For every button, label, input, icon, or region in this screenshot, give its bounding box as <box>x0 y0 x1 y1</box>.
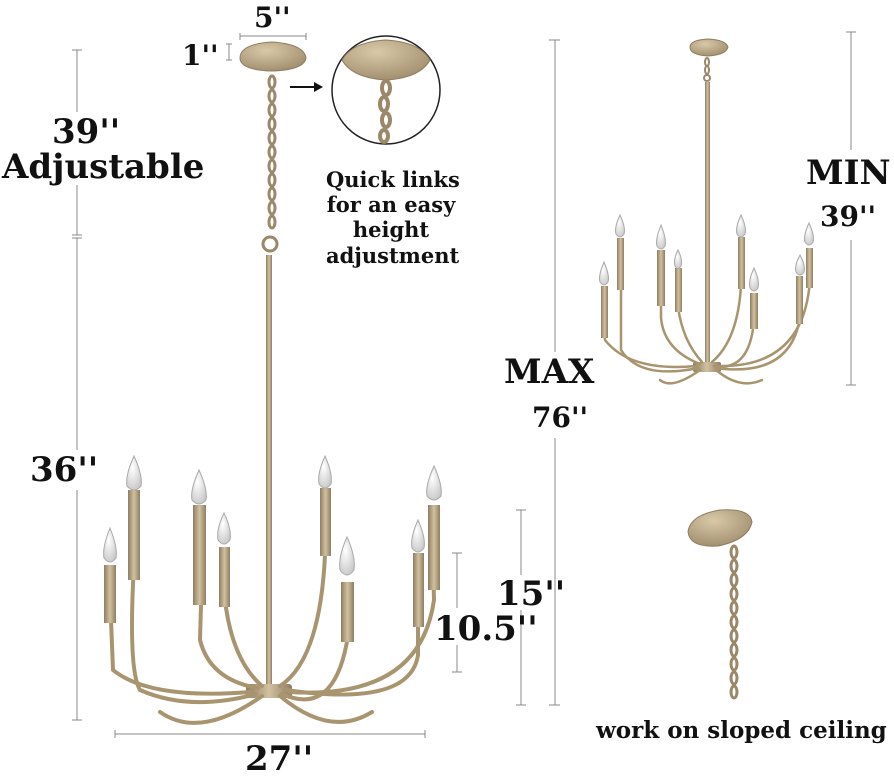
overall-height-label: 36'' <box>30 450 99 490</box>
quick-links-line-2: for an easy <box>326 192 456 218</box>
max-label: MAX <box>504 352 595 392</box>
quick-links-line-3: height <box>352 217 430 243</box>
canopy-height-label: 1'' <box>182 39 219 72</box>
candles <box>104 488 440 642</box>
chain-length-label: 39'' <box>52 112 121 152</box>
dimension-lines <box>72 31 856 738</box>
bulbs <box>103 454 442 576</box>
quick-links-caption: Quick links for an easy height adjustmen… <box>326 167 460 268</box>
cup-height-label: 10.5'' <box>434 609 538 649</box>
main-chandelier <box>103 41 442 725</box>
sloped-ceiling-caption: work on sloped ceiling <box>596 717 887 744</box>
max-value-label: 76'' <box>532 401 589 434</box>
sloped-ceiling-illustration <box>687 509 753 700</box>
adjustable-label: Adjustable <box>2 147 205 187</box>
min-value-label: 39'' <box>820 200 877 233</box>
canopy <box>239 41 307 72</box>
width-label: 27'' <box>245 739 314 779</box>
down-rod <box>266 255 272 685</box>
arm-height-label: 15'' <box>497 574 566 614</box>
quick-links-line-1: Quick links <box>326 167 460 192</box>
chain <box>261 74 279 253</box>
quick-links-line-4: adjustment <box>326 242 460 268</box>
min-chandelier <box>599 38 814 385</box>
min-label: MIN <box>806 153 891 193</box>
arms <box>108 553 437 725</box>
quick-link-detail <box>290 35 441 145</box>
canopy-width-label: 5'' <box>254 1 291 34</box>
